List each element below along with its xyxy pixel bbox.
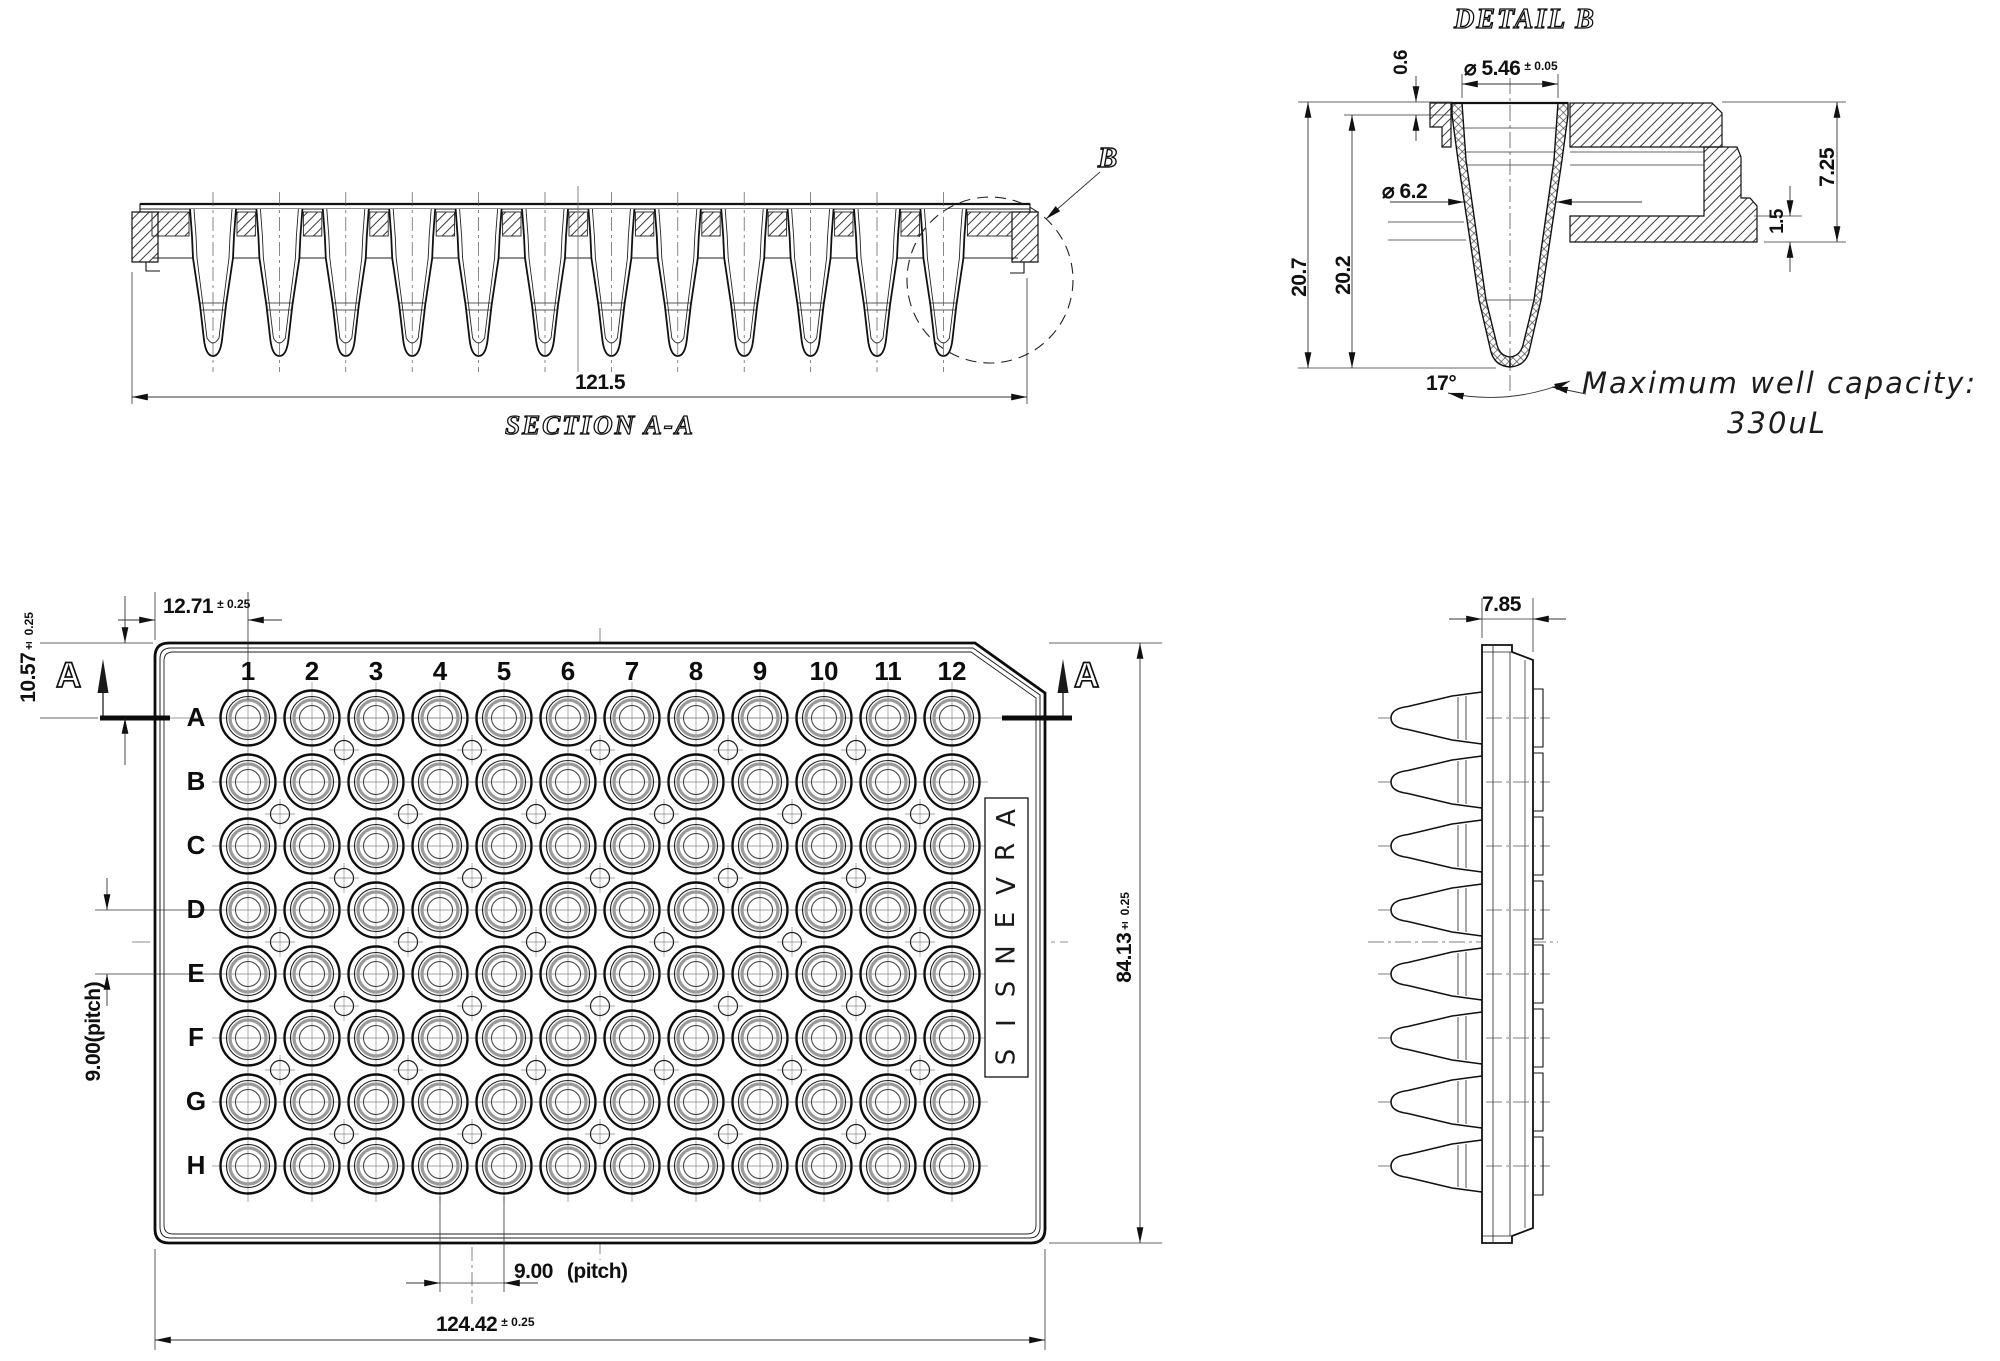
row-label-D: D — [186, 894, 206, 924]
row-offset-dim: 10.57± 0.25 — [17, 612, 40, 703]
capacity-note-line2: 330uL — [1727, 406, 1827, 440]
section-title: SECTION A-A — [504, 409, 695, 440]
row-label-C: C — [186, 830, 206, 860]
row-label-F: F — [188, 1022, 204, 1052]
column-label-11: 11 — [874, 656, 902, 686]
capacity-note-line1: Maximum well capacity: — [1582, 366, 1978, 400]
brand-letter-1: R — [991, 843, 1022, 862]
plan-view — [40, 592, 1162, 1350]
inner-height-dim: 20.2 — [1332, 256, 1355, 295]
brand-letter-6: I — [991, 1019, 1022, 1027]
column-label-4: 4 — [432, 656, 448, 686]
col-pitch-dim: 9.00(pitch) — [514, 1260, 628, 1283]
detail-title: DETAIL B — [1453, 3, 1596, 35]
brand-letter-4: N — [991, 944, 1022, 965]
plate-width-dim: 124.42± 0.25 — [436, 1313, 535, 1336]
side-thickness-dim: 7.85 — [1482, 593, 1521, 616]
outer-height-dim: 20.7 — [1288, 258, 1311, 297]
row-label-A: A — [186, 702, 206, 732]
column-label-7: 7 — [624, 656, 640, 686]
brand-letter-0: A — [991, 809, 1022, 827]
column-label-9: 9 — [752, 656, 768, 686]
deck-height-dim: 7.25 — [1816, 148, 1839, 187]
brand-letter-3: E — [991, 912, 1022, 929]
well-grid — [212, 682, 988, 1202]
plate-height-dim: 84.13± 0.25 — [1113, 892, 1136, 983]
brand-letter-7: S — [991, 1048, 1022, 1066]
brand-letter-2: V — [991, 877, 1022, 896]
column-label-3: 3 — [368, 656, 384, 686]
column-label-6: 6 — [560, 656, 576, 686]
section-width-dim: 121.5 — [574, 371, 626, 394]
lip-height-dim: 0.6 — [1391, 50, 1412, 75]
row-label-E: E — [187, 958, 205, 988]
col-offset-dim: 12.71± 0.25 — [163, 595, 251, 618]
brand-letter-5: S — [991, 980, 1022, 997]
detail-callout-letter: B — [1097, 141, 1118, 174]
column-label-12: 12 — [937, 656, 967, 686]
side-view — [1368, 598, 1566, 1244]
column-label-5: 5 — [496, 656, 512, 686]
detail-b-view — [1298, 74, 1846, 400]
row-pitch-dim: 9.00(pitch) — [82, 982, 105, 1082]
cone-angle-dim: 17° — [1426, 372, 1457, 395]
alignment-marks — [265, 735, 935, 1149]
row-label-G: G — [185, 1086, 207, 1116]
outer-diameter-dim: ⌀ 6.2 — [1382, 180, 1428, 203]
row-label-H: H — [186, 1150, 206, 1180]
top-diameter-dim: ⌀ 5.46± 0.05 — [1464, 57, 1558, 80]
section-marker-a-left: A — [55, 655, 82, 696]
column-label-10: 10 — [809, 656, 839, 686]
column-label-2: 2 — [304, 656, 320, 686]
row-label-B: B — [186, 766, 206, 796]
column-label-8: 8 — [688, 656, 704, 686]
section-marker-a-right: A — [1073, 655, 1100, 696]
column-label-1: 1 — [240, 656, 256, 686]
foot-height-dim: 1.5 — [1767, 209, 1788, 234]
section-a-a-view — [131, 171, 1101, 404]
